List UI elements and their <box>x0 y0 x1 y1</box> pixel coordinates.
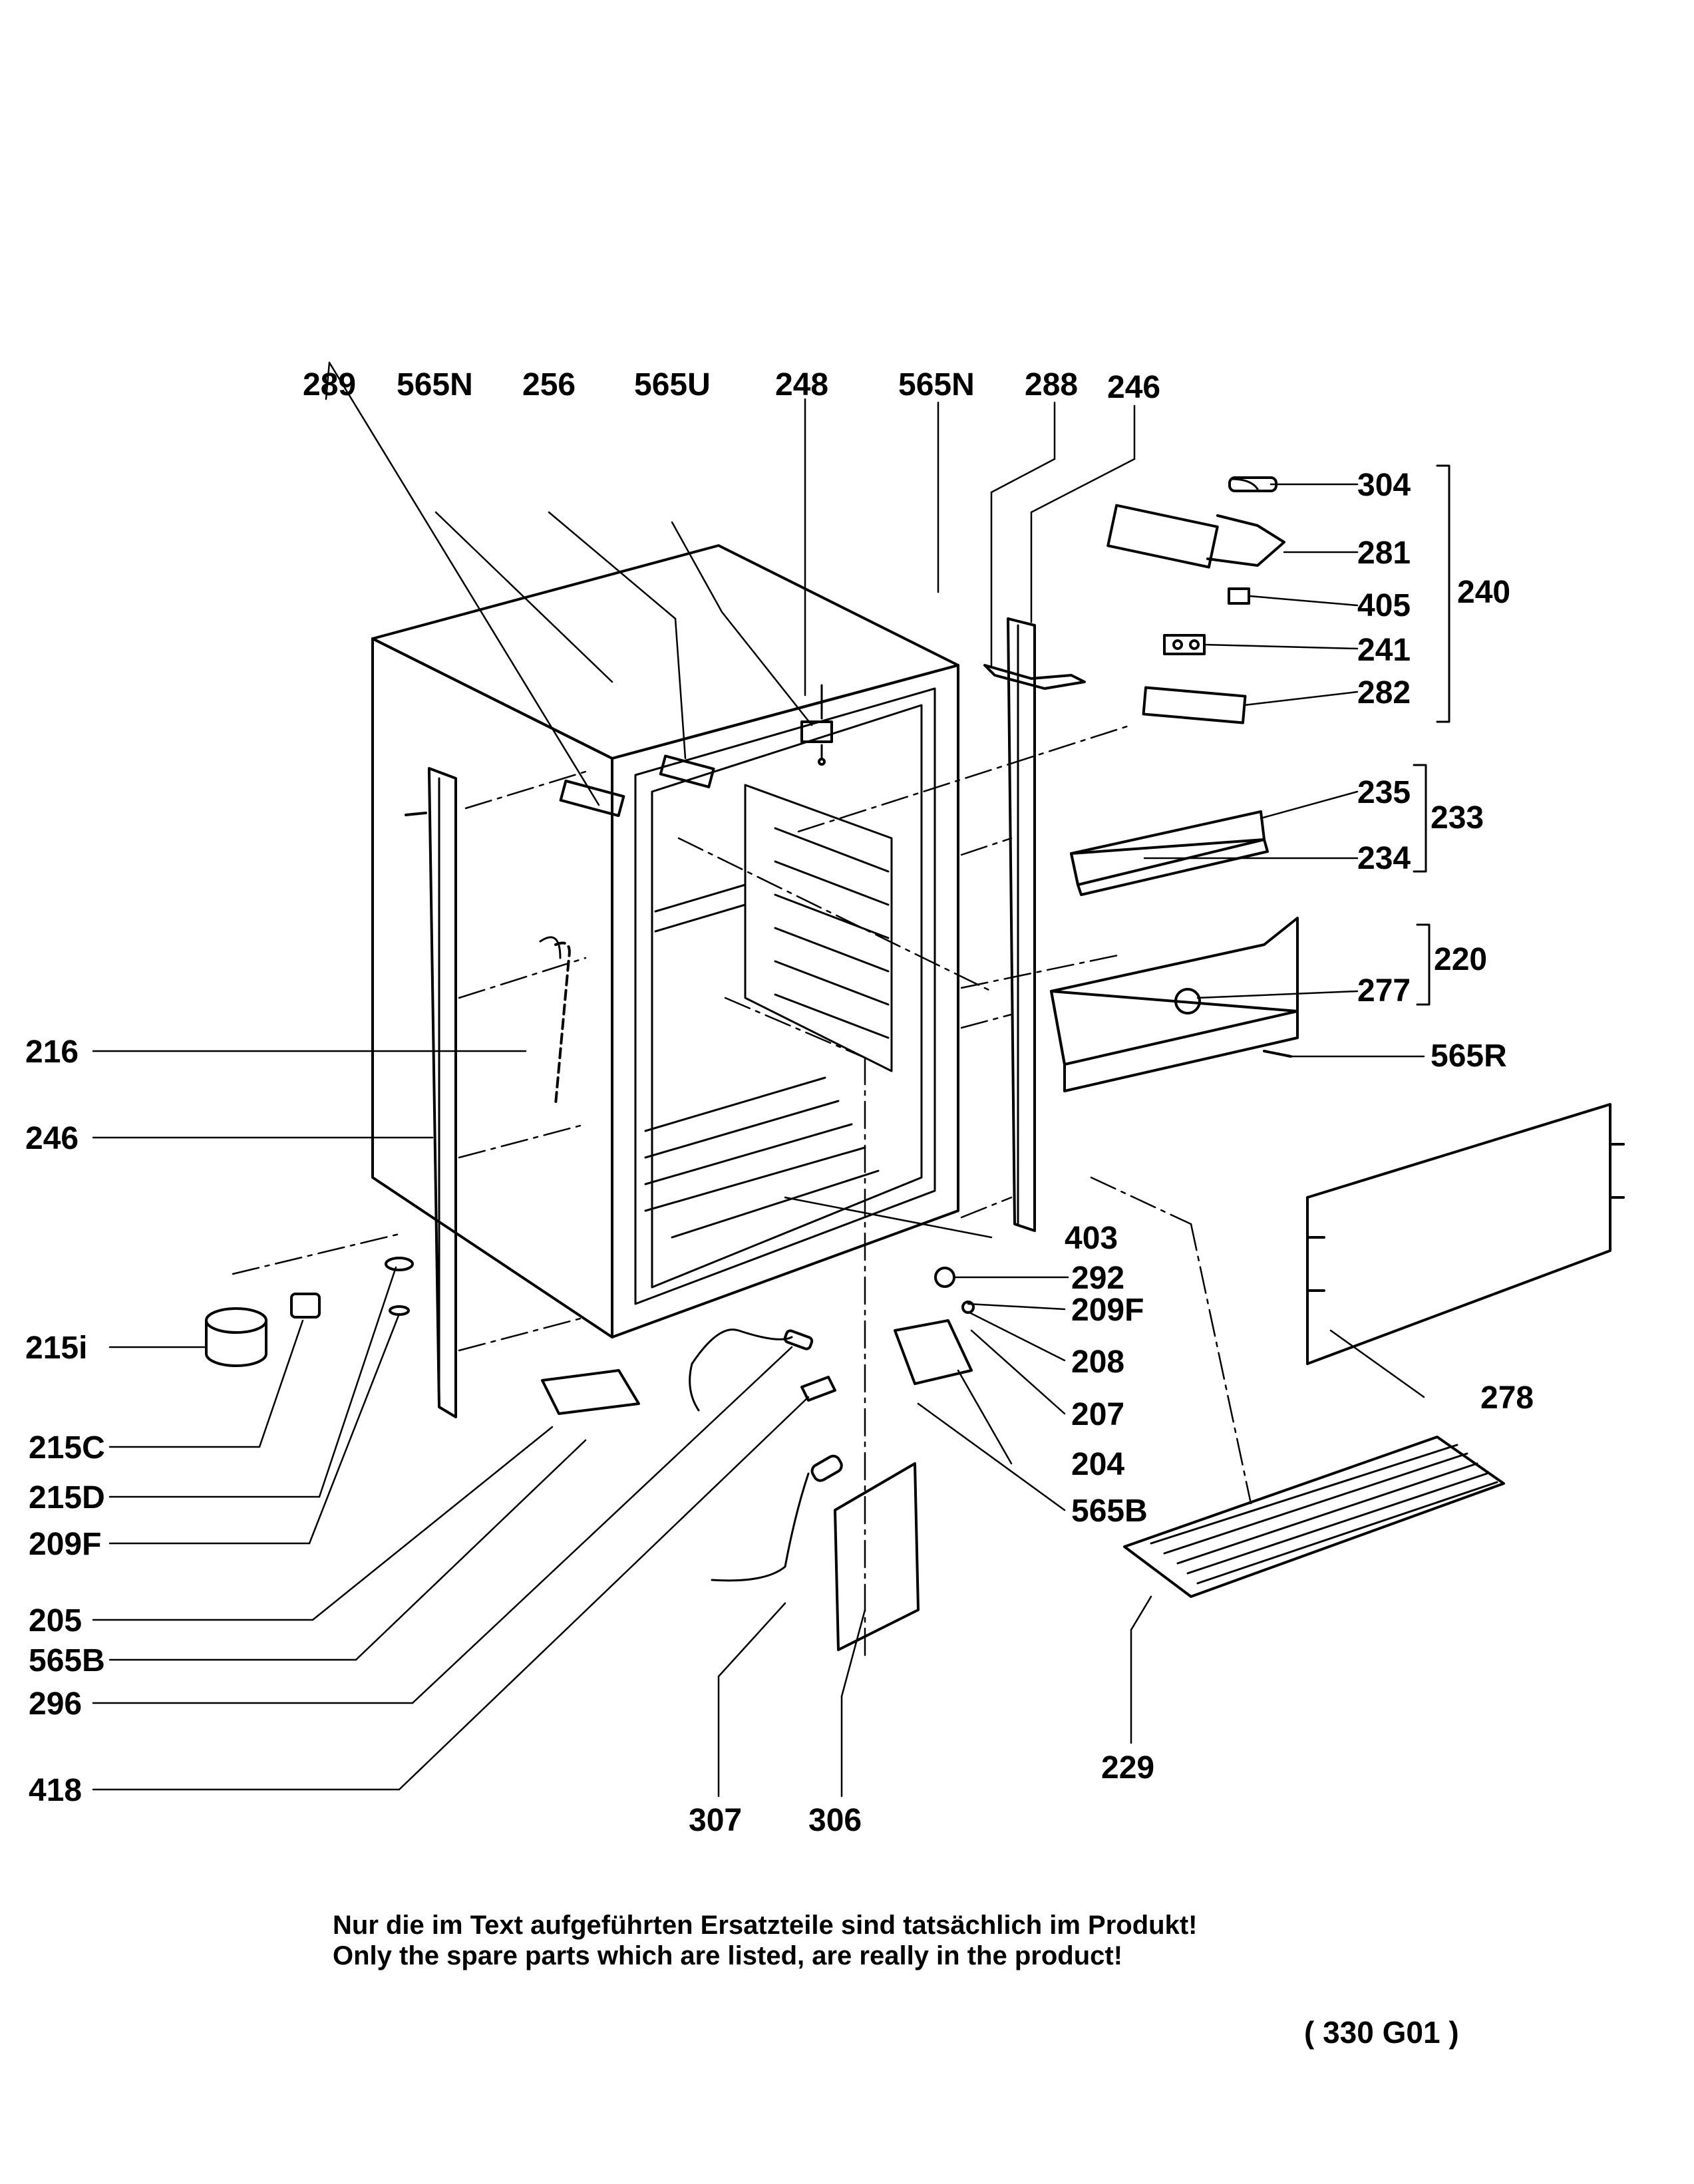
label-565b-right: 565B <box>1071 1493 1148 1529</box>
label-248: 248 <box>775 367 828 402</box>
label-215i: 215i <box>25 1330 87 1366</box>
spare-parts-note-english: Only the spare parts which are listed, a… <box>333 1941 1123 1970</box>
label-418: 418 <box>29 1773 82 1808</box>
label-256: 256 <box>522 367 576 402</box>
label-229: 229 <box>1101 1750 1154 1786</box>
label-403: 403 <box>1065 1221 1118 1256</box>
rear-panel <box>1306 1103 1625 1365</box>
thermostat-housing <box>1106 476 1285 724</box>
label-565b-left: 565B <box>29 1643 105 1678</box>
label-207: 207 <box>1071 1397 1124 1432</box>
label-288: 288 <box>1025 367 1078 402</box>
label-289: 289 <box>303 367 356 402</box>
label-292: 292 <box>1071 1261 1124 1296</box>
door-shelf <box>1070 810 1269 896</box>
assembly-lines <box>232 724 1252 1658</box>
label-208: 208 <box>1071 1344 1124 1380</box>
lamp-cover <box>711 1454 920 1651</box>
label-405: 405 <box>1357 588 1411 623</box>
label-204: 204 <box>1071 1447 1124 1482</box>
label-306: 306 <box>808 1803 862 1838</box>
label-307: 307 <box>689 1803 742 1838</box>
part-labels: 289 565N 256 565U 248 565N 288 246 304 2… <box>25 367 1534 1838</box>
right-door-strip <box>983 617 1086 1232</box>
label-304: 304 <box>1357 468 1411 503</box>
label-215d: 215D <box>29 1480 105 1515</box>
label-282: 282 <box>1357 675 1411 710</box>
label-565r: 565R <box>1431 1038 1507 1074</box>
freezer-flap <box>1050 917 1299 1092</box>
label-565u: 565U <box>634 367 711 402</box>
left-door-strip <box>405 767 571 1418</box>
feet-and-bottom-hinges <box>205 1257 975 1415</box>
label-216: 216 <box>25 1034 79 1070</box>
drawing-code: ( 330 G01 ) <box>1304 2015 1459 2050</box>
leader-lines <box>92 361 1450 1797</box>
label-281: 281 <box>1357 536 1411 571</box>
label-246-top: 246 <box>1107 370 1160 405</box>
label-220: 220 <box>1434 942 1487 977</box>
label-240: 240 <box>1457 575 1510 610</box>
label-296: 296 <box>29 1686 82 1722</box>
spare-parts-note-german: Nur die im Text aufgeführten Ersatzteile… <box>333 1911 1198 1940</box>
grid-shelf <box>1123 1436 1505 1598</box>
label-241: 241 <box>1357 633 1411 668</box>
label-277: 277 <box>1357 973 1411 1009</box>
label-246-left: 246 <box>25 1121 79 1156</box>
label-234: 234 <box>1357 841 1411 876</box>
label-205: 205 <box>29 1603 82 1638</box>
label-235: 235 <box>1357 775 1411 810</box>
cabinet-body <box>371 544 959 1338</box>
label-278: 278 <box>1480 1380 1534 1416</box>
label-565n-right: 565N <box>898 367 975 402</box>
label-209f-right: 209F <box>1071 1293 1144 1328</box>
label-565n-left: 565N <box>397 367 473 402</box>
label-233: 233 <box>1431 800 1484 836</box>
label-209f-left: 209F <box>29 1527 101 1562</box>
label-215c: 215C <box>29 1430 105 1466</box>
